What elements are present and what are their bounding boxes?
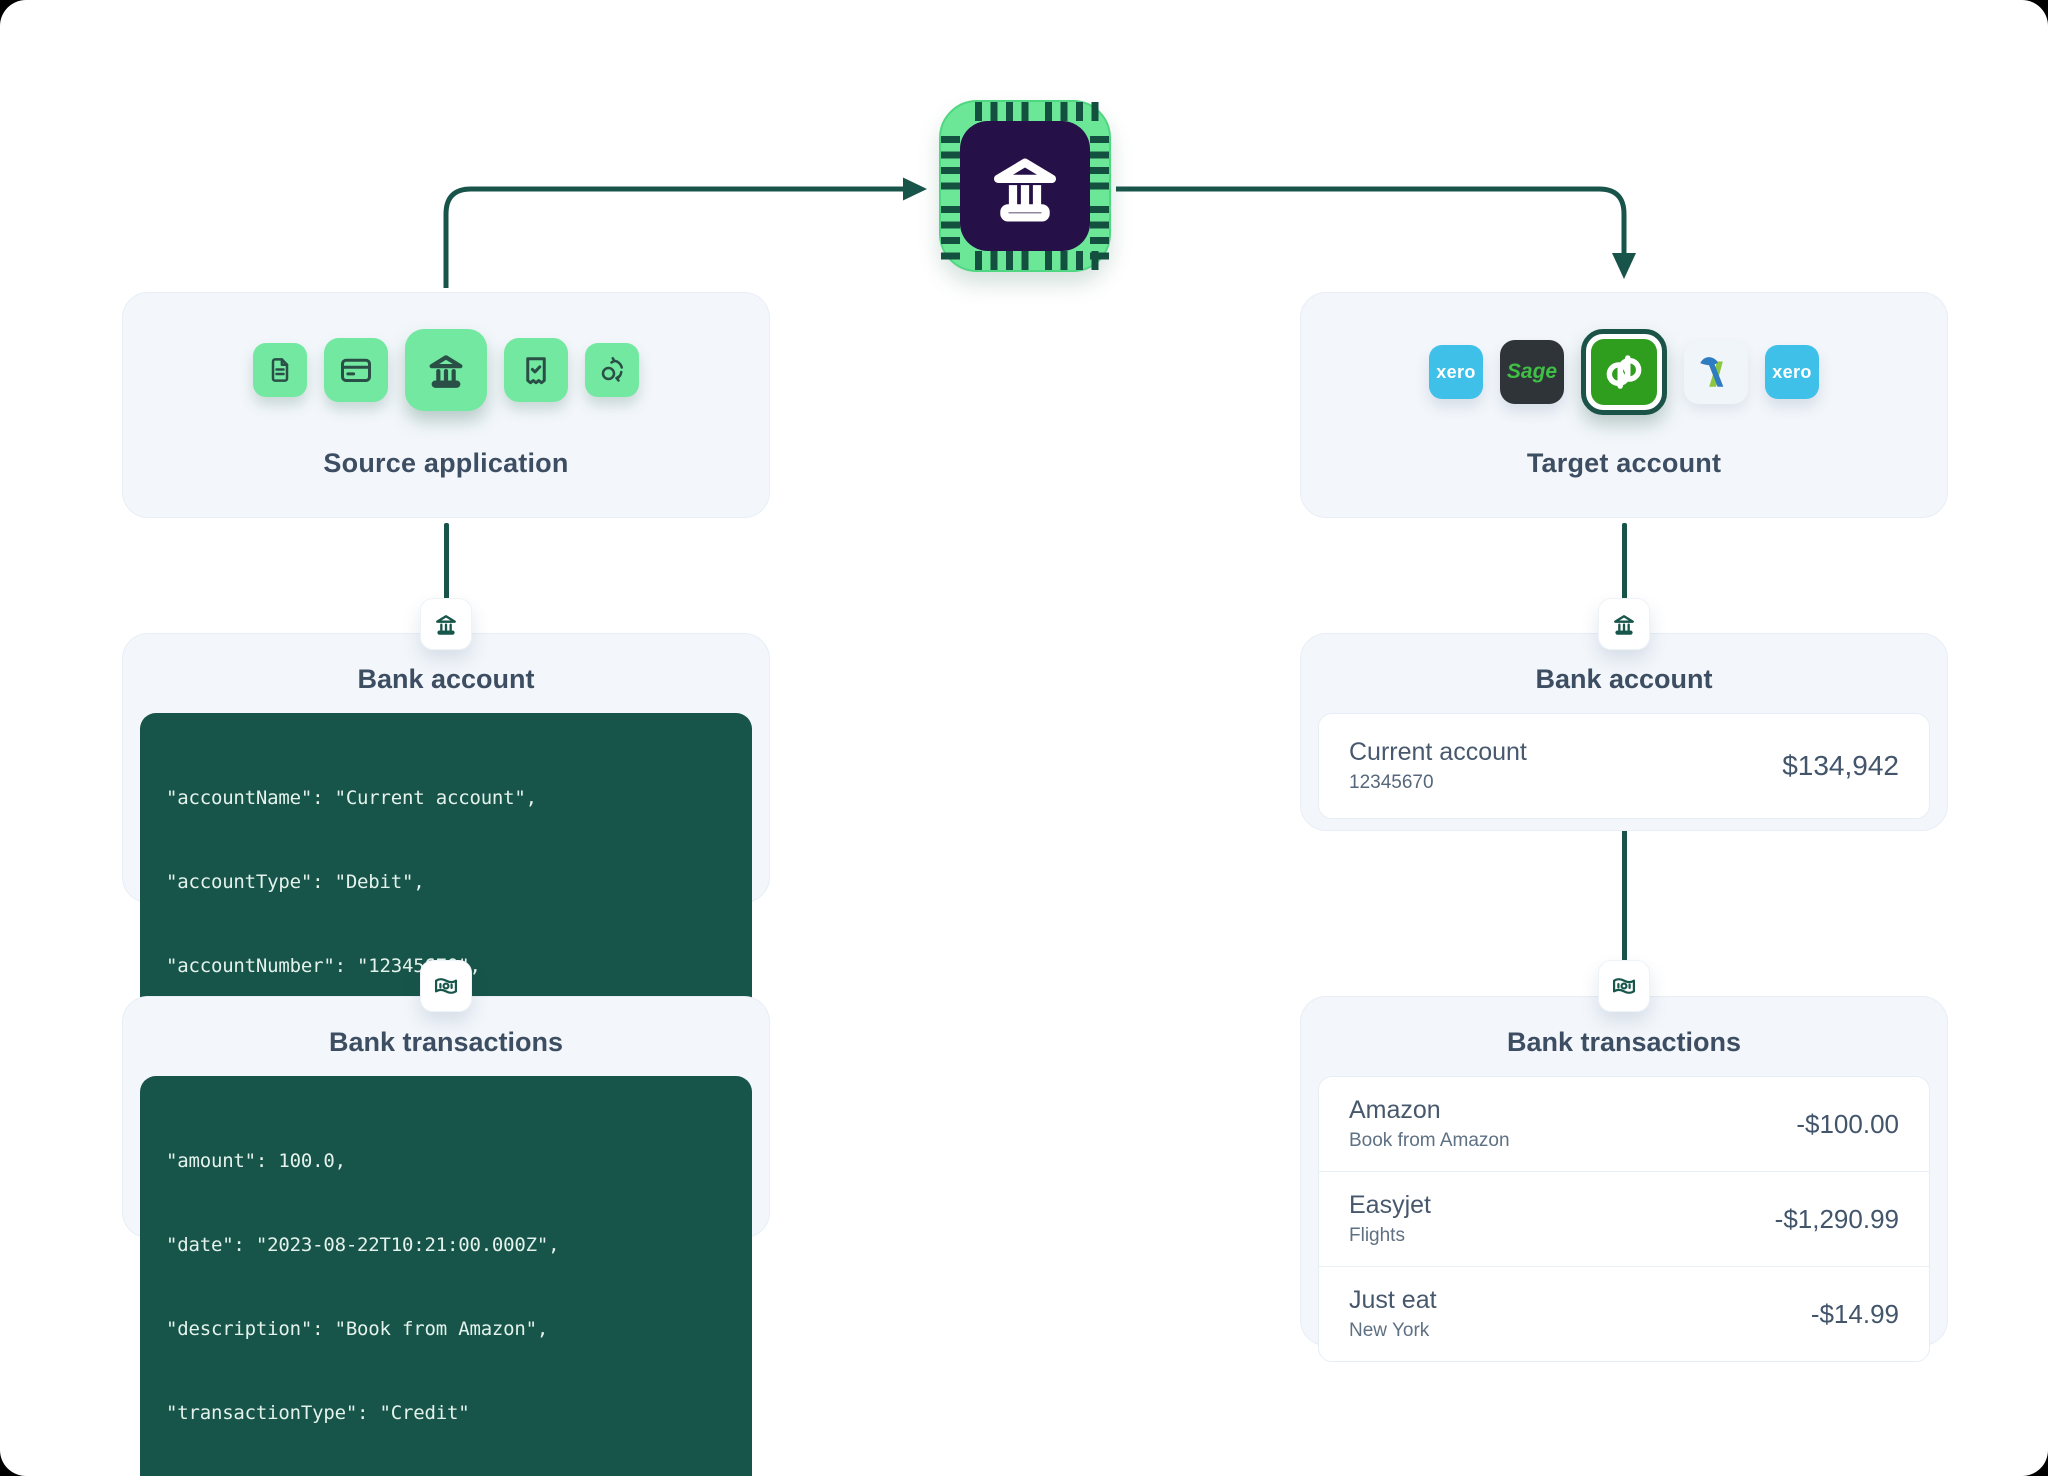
credit-card-icon xyxy=(324,338,388,402)
chip-pins xyxy=(975,102,1029,121)
chip-pins xyxy=(1090,206,1109,260)
connector-target-account-to-transactions xyxy=(1621,829,1627,962)
xero-logo: xero xyxy=(1429,345,1483,399)
source-panel-title: Source application xyxy=(323,448,569,478)
code-line: "transactionType": "Credit" xyxy=(166,1402,470,1424)
chip-pins xyxy=(975,251,1029,270)
account-row: Current account 12345670 $134,942 xyxy=(1319,714,1929,818)
target-bank-account-card: Bank account Current account 12345670 $1… xyxy=(1300,633,1948,831)
transaction-row: Amazon Book from Amazon -$100.00 xyxy=(1319,1077,1929,1171)
account-balance: $134,942 xyxy=(1782,750,1899,781)
account-summary-card: Current account 12345670 $134,942 xyxy=(1318,713,1930,819)
transaction-amount: -$100.00 xyxy=(1796,1108,1899,1139)
target-app-icons: xero Sage xyxy=(1429,329,1819,415)
connector-target-to-account xyxy=(1621,523,1627,601)
chip-core xyxy=(960,121,1090,251)
transaction-amount: -$1,290.99 xyxy=(1774,1203,1899,1234)
sage-logo: Sage xyxy=(1500,340,1564,404)
xero-label: xero xyxy=(1772,361,1812,382)
card-title: Bank account xyxy=(357,664,535,694)
target-account-panel: xero Sage xyxy=(1300,292,1948,518)
card-title: Bank transactions xyxy=(1506,1027,1742,1057)
banknote-badge xyxy=(1598,960,1650,1012)
account-name: Current account xyxy=(1349,738,1527,766)
xero-logo: xero xyxy=(1765,345,1819,399)
banknote-icon xyxy=(434,978,458,994)
transaction-description: Book from Amazon xyxy=(1349,1130,1510,1151)
file-document-icon xyxy=(253,343,307,397)
xero-label: xero xyxy=(1436,361,1476,382)
receipt-check-icon xyxy=(504,338,568,402)
transaction-description: Flights xyxy=(1349,1225,1405,1246)
qb-glyph xyxy=(1606,355,1642,389)
sync-coins-icon xyxy=(585,343,639,397)
source-app-icons xyxy=(253,329,639,411)
card-title: Bank transactions xyxy=(328,1027,564,1057)
connector-source-to-account xyxy=(443,523,449,601)
transaction-amount: -$14.99 xyxy=(1810,1298,1899,1329)
source-bank-transactions-card: Bank transactions "amount": 100.0, "date… xyxy=(122,996,770,1476)
transaction-row: Easyjet Flights -$1,290.99 xyxy=(1319,1171,1929,1266)
bank-icon xyxy=(436,615,456,635)
card-title: Bank account xyxy=(1535,664,1713,694)
sage-label: Sage xyxy=(1506,360,1558,383)
code-line: "description": "Book from Amazon", xyxy=(166,1318,549,1340)
banknote-badge xyxy=(420,960,472,1012)
transaction-description: New York xyxy=(1349,1320,1430,1341)
bank-badge xyxy=(420,598,472,650)
code-line: "accountName": "Current account", xyxy=(166,787,537,809)
bank-icon xyxy=(405,329,487,411)
target-bank-transactions-card: Bank transactions Amazon Book from Amazo… xyxy=(1300,996,1948,1362)
chip-pins xyxy=(941,206,960,260)
code-line: "accountType": "Debit", xyxy=(166,871,425,893)
chip-pins xyxy=(1045,251,1099,270)
bank-icon xyxy=(1614,615,1634,635)
freeagent-glyph xyxy=(1700,357,1724,387)
transaction-name: Easyjet xyxy=(1349,1191,1431,1219)
account-number: 12345670 xyxy=(1349,772,1434,793)
freeagent-logo xyxy=(1684,340,1748,404)
transaction-name: Just eat xyxy=(1349,1286,1437,1314)
quickbooks-logo xyxy=(1581,329,1667,415)
code-line: "amount": 100.0, xyxy=(166,1150,346,1172)
chip-pins xyxy=(941,136,960,190)
quickbooks-inner xyxy=(1591,339,1657,405)
transaction-name: Amazon xyxy=(1349,1096,1441,1124)
transactions-list: Amazon Book from Amazon -$100.00 Easyjet… xyxy=(1318,1076,1930,1362)
source-application-panel: Source application xyxy=(122,292,770,518)
transaction-json-code: "amount": 100.0, "date": "2023-08-22T10:… xyxy=(140,1076,752,1476)
bank-icon xyxy=(994,158,1056,222)
chip-pins xyxy=(1045,102,1099,121)
transaction-row: Just eat New York -$14.99 xyxy=(1319,1266,1929,1361)
banknote-icon xyxy=(1612,978,1636,994)
source-bank-account-card: Bank account "accountName": "Current acc… xyxy=(122,633,770,1219)
chip-pins xyxy=(1090,136,1109,190)
code-line: "date": "2023-08-22T10:21:00.000Z", xyxy=(166,1234,560,1256)
bank-badge xyxy=(1598,598,1650,650)
target-panel-title: Target account xyxy=(1526,448,1722,478)
bank-chip-hub xyxy=(939,100,1111,272)
